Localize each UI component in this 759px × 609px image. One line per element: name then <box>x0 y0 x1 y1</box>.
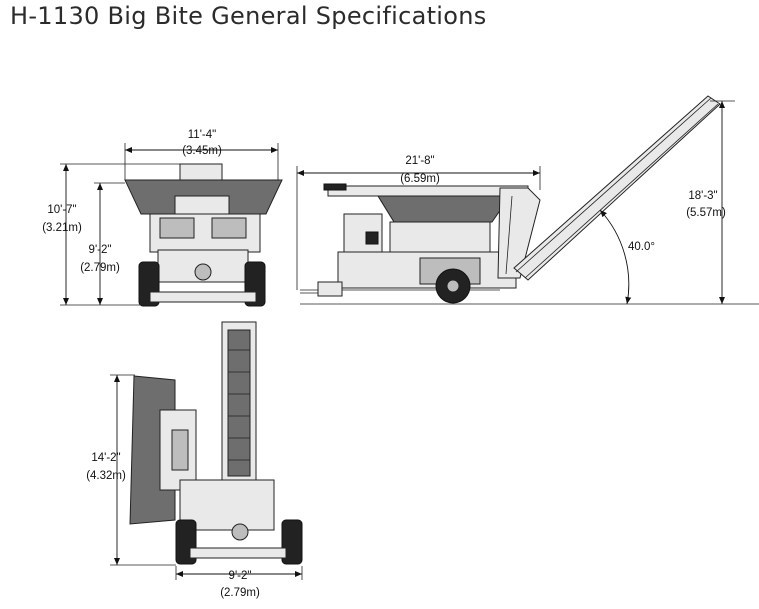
rear-height-label: 14'-2" <box>91 452 120 464</box>
front-hopper-height-label: 9'-2" <box>89 244 112 256</box>
side-view: 21'-8" (6.59m) 18'-3" (5.57m) 40.0° <box>296 95 759 305</box>
page-title: H-1130 Big Bite General Specifications <box>10 2 487 30</box>
front-overall-height-label: 10'-7" <box>47 204 76 216</box>
side-length-label: 21'-8" <box>405 155 434 167</box>
front-width-metric-label: (3.45m) <box>182 145 222 157</box>
front-width-label: 11'-4" <box>188 129 216 141</box>
rear-height-metric-label: (4.32m) <box>86 470 126 482</box>
front-view: 11'-4" (3.45m) 10'-7" (3.21m) 9'-2" (2.7… <box>42 129 283 307</box>
side-length-metric-label: (6.59m) <box>400 173 440 185</box>
rear-width-metric-label: (2.79m) <box>220 587 260 599</box>
side-conveyor-height-metric-label: (5.57m) <box>686 207 726 219</box>
side-view-machine <box>300 95 721 304</box>
front-hopper-height-metric-label: (2.79m) <box>80 262 120 274</box>
rear-view-machine <box>129 321 303 565</box>
front-overall-height-metric-label: (3.21m) <box>42 222 82 234</box>
side-conveyor-height-label: 18'-3" <box>688 190 717 202</box>
rear-width-label: 9'-2" <box>229 570 252 582</box>
side-conveyor-angle-label: 40.0° <box>628 241 655 253</box>
front-view-machine <box>124 163 283 307</box>
rear-view: 14'-2" (4.32m) 9'-2" (2.79m) <box>86 321 303 599</box>
